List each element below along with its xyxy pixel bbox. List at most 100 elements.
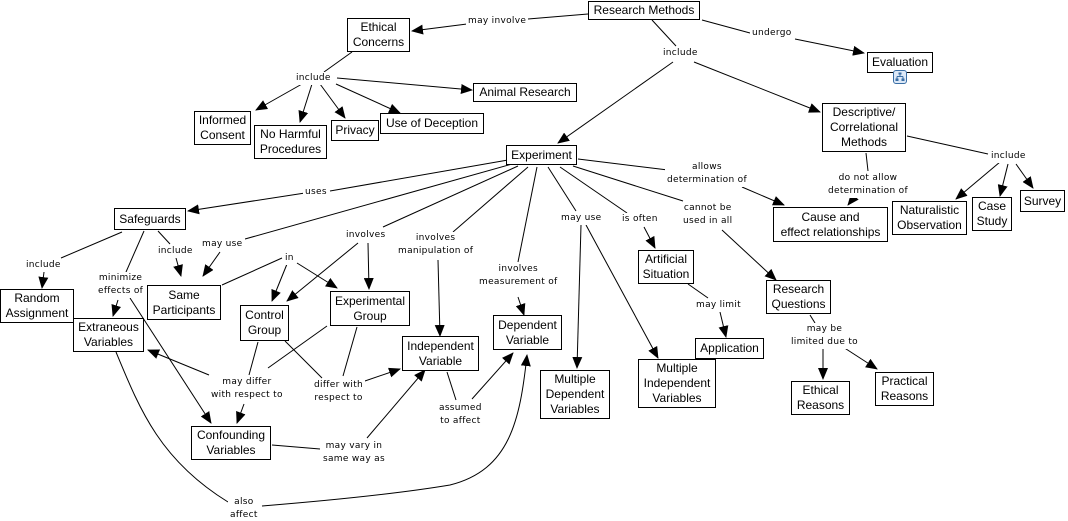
link-is-often[interactable]: is often (620, 213, 660, 226)
link-may-involve[interactable]: may involve (466, 15, 529, 28)
edge-incs-same (173, 257, 183, 277)
edge-mayinvolve-ethical (411, 23, 468, 35)
edge-rm-include (651, 19, 677, 47)
edge-dinc-natural (955, 161, 1001, 200)
link-do-not-allow[interactable]: do not allow determination of (826, 172, 910, 198)
edge-manip-indep (434, 259, 445, 337)
concept-extraneous-variables[interactable]: Extraneous Variables (73, 318, 144, 352)
concept-same-participants[interactable]: Same Participants (147, 285, 221, 320)
concept-practical-reasons[interactable]: Practical Reasons (875, 372, 934, 406)
concept-multiple-dependent-variables[interactable]: Multiple Dependent Variables (540, 370, 610, 419)
concept-independent-variable[interactable]: Independent Variable (402, 336, 479, 371)
edge-rq-maybe (809, 314, 816, 324)
link-include-random[interactable]: include (24, 259, 63, 272)
concept-experiment[interactable]: Experiment (506, 145, 577, 165)
edge-control-differwith (284, 340, 323, 379)
concept-privacy[interactable]: Privacy (331, 120, 379, 141)
edge-include-descriptive (693, 61, 821, 113)
submap-icon[interactable] (893, 70, 907, 84)
edge-same-in (221, 257, 283, 286)
edge-cannot-rq (721, 229, 777, 281)
concept-descriptive-correlational[interactable]: Descriptive/ Correlational Methods (822, 103, 906, 152)
edge-dinc-case (997, 163, 1009, 197)
edge-desc-include (906, 135, 989, 155)
edge-in-experimental (296, 262, 338, 289)
edge-undergo-eval (794, 38, 865, 56)
concept-survey[interactable]: Survey (1020, 190, 1065, 212)
link-differ-with[interactable]: differ with respect to (312, 379, 366, 405)
edge-exp-mayuse2 (547, 166, 577, 212)
link-may-vary[interactable]: may vary in same way as (321, 440, 387, 466)
edge-rm-undergo (701, 19, 751, 34)
edge-exp-mayuse (244, 163, 513, 240)
edge-inv-experimental (363, 242, 374, 290)
concept-artificial-situation[interactable]: Artificial Situation (638, 250, 694, 284)
edge-inc-animal (336, 77, 473, 95)
concept-confounding-variables[interactable]: Confounding Variables (191, 426, 271, 460)
link-uses[interactable]: uses (303, 186, 329, 199)
edge-safe-include-rand (60, 231, 123, 259)
link-in[interactable]: in (283, 252, 296, 265)
concept-informed-consent[interactable]: Informed Consent (194, 111, 251, 145)
link-may-limit[interactable]: may limit (694, 299, 743, 312)
link-undergo[interactable]: undergo (750, 27, 794, 40)
concept-research-questions[interactable]: Research Questions (766, 280, 831, 314)
link-minimize-effects[interactable]: minimize effects of (96, 272, 146, 298)
edge-mayuse2-multiind (585, 224, 659, 359)
edge-mayuse-same (202, 251, 221, 277)
edge-control-maydiffer (248, 341, 259, 376)
link-include-ethics[interactable]: include (294, 72, 333, 85)
link-involves-groups[interactable]: involves (344, 229, 388, 242)
link-assumed-to-affect[interactable]: assumed to affect (437, 402, 484, 428)
link-may-use-multiple[interactable]: may use (559, 212, 604, 225)
link-may-differ[interactable]: may differ with respect to (209, 376, 285, 402)
concept-animal-research[interactable]: Animal Research (473, 83, 577, 102)
concept-safeguards[interactable]: Safeguards (114, 208, 186, 230)
link-involves-manipulation[interactable]: involves manipulation of (396, 232, 476, 258)
concept-research-methods[interactable]: Research Methods (588, 1, 700, 20)
link-include-methods[interactable]: include (661, 47, 700, 60)
edge-in-control (271, 263, 288, 302)
edge-maydiffer-confound (236, 403, 246, 424)
concept-ethical-reasons[interactable]: Ethical Reasons (791, 381, 850, 415)
edge-safe-include-same (157, 230, 171, 245)
concept-multiple-independent-variables[interactable]: Multiple Independent Variables (638, 359, 716, 408)
edge-rm-mayinvolve (527, 13, 589, 20)
edge-mayuse2-multidep (572, 224, 583, 369)
edge-expg-differwith (342, 326, 358, 377)
edge-desc-donotallow (865, 152, 869, 172)
edge-exp-manip (452, 166, 529, 233)
concept-ethical-concerns[interactable]: Ethical Concerns (347, 18, 410, 52)
concept-no-harmful-procedures[interactable]: No Harmful Procedures (254, 125, 327, 159)
concept-dependent-variable[interactable]: Dependent Variable (493, 315, 562, 350)
edge-inc-noharm (298, 83, 313, 123)
edge-inc-deception (335, 83, 401, 114)
concept-use-of-deception[interactable]: Use of Deception (380, 113, 484, 134)
link-cannot-be-used[interactable]: cannot be used in all (681, 202, 735, 228)
edge-ethical-include (323, 51, 353, 73)
concept-random-assignment[interactable]: Random Assignment (0, 289, 74, 323)
edge-allows-cause (741, 186, 785, 206)
edge-confound-mayvary (271, 444, 321, 450)
edge-assumed-dep (471, 352, 514, 400)
edge-uses-safe (187, 192, 306, 215)
concept-evaluation[interactable]: Evaluation (867, 52, 933, 73)
concept-application[interactable]: Application (695, 338, 764, 359)
edge-expg-maydiffer (267, 325, 328, 369)
concept-cause-effect[interactable]: Cause and effect relationships (773, 207, 888, 242)
concept-experimental-group[interactable]: Experimental Group (330, 291, 410, 326)
concept-naturalistic-observation[interactable]: Naturalistic Observation (892, 201, 967, 235)
concept-case-study[interactable]: Case Study (972, 197, 1012, 231)
link-also-affect[interactable]: also affect (228, 496, 260, 521)
link-include-descriptive[interactable]: include (989, 150, 1028, 163)
edge-exp-uses (329, 159, 509, 192)
link-may-be-limited[interactable]: may be limited due to (789, 323, 860, 349)
link-involves-measurement[interactable]: involves measurement of (477, 263, 560, 289)
edge-differwith-indep (361, 367, 401, 383)
link-allows-determination[interactable]: allows determination of (665, 161, 749, 187)
link-may-use-same[interactable]: may use (200, 238, 245, 251)
edge-exp-cannot (572, 165, 684, 202)
link-include-safeguards[interactable]: include (156, 245, 195, 258)
concept-control-group[interactable]: Control Group (240, 305, 289, 341)
